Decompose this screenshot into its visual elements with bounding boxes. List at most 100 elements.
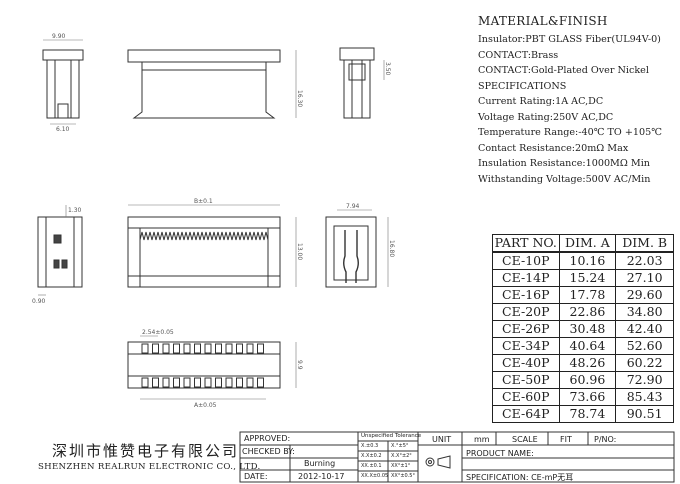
table-header: PART NO. [492,234,560,253]
spec-title: MATERIAL&FINISH [478,14,608,28]
spec-line: SPECIFICATIONS [478,80,567,92]
spec-label: SPECIFICATION: CE-mP无耳 [466,473,574,482]
table-cell: 52.60 [615,337,674,355]
pcb-pad [183,377,191,388]
end-view-middle [37,205,83,296]
pcb-pad [183,343,191,354]
table-cell: CE-60P [492,388,560,406]
pno-label: P/NO: [594,435,617,444]
table-header: DIM. A [558,234,617,253]
company-name-cn: 深圳市惟赞电子有限公司 [52,442,240,460]
pcb-pad [162,377,170,388]
table-cell: CE-20P [492,303,560,321]
footprint-view [127,335,297,400]
tolerance-cell: X.°±5° [391,443,409,449]
end-view-top [42,39,84,125]
pcb-pad [236,343,243,354]
tolerance-cell: X.X°±2° [391,453,412,459]
spec-line: CONTACT:Brass [478,49,559,61]
pcb-pad [225,343,233,354]
dim-a: A±0.05 [194,402,217,409]
unit-label: UNIT [432,435,452,444]
spec-line: CONTACT:Gold-Plated Over Nickel [478,65,649,76]
table-cell: 73.66 [558,388,617,406]
dim-height-350: 3.50 [384,62,391,76]
table-cell: 22.86 [558,303,617,321]
table-cell: CE-14P [492,269,560,287]
title-block-frame [239,431,675,483]
dim-height-1300: 13.00 [296,243,303,260]
section-view [325,209,389,288]
table-cell: 90.51 [615,405,674,423]
table-cell: 72.90 [615,371,674,389]
table-cell: 85.43 [615,388,674,406]
spec-line: Current Rating:1A AC,DC [478,96,604,107]
tolerance-cell: X.±0.3 [361,443,379,449]
pcb-pad [257,377,264,388]
pcb-pad [257,343,264,354]
table-cell: 30.48 [558,320,617,338]
spec-line: Temperature Range:-40℃ TO +105℃ [478,127,662,138]
company-name-en: SHENZHEN REALRUN ELECTRONIC CO., LTD. [38,462,261,472]
front-view-middle [127,204,297,288]
tolerance-cell: XX.X±0.05 [361,473,389,479]
checked-value: Burning [304,459,336,468]
pcb-pad [246,343,254,354]
dim-height-1630: 16.30 [296,90,303,107]
table-cell: CE-26P [492,320,560,338]
table-cell: 78.74 [558,405,617,423]
tolerance-cell: XX°±1° [391,463,411,469]
spec-line: Contact Resistance:20mΩ Max [478,142,629,154]
unit-value: mm [474,435,490,444]
table-cell: 22.03 [615,251,674,270]
scale-value: FIT [560,435,572,444]
table-cell: 10.16 [558,251,617,270]
spec-line: Voltage Rating:250V AC,DC [478,111,614,123]
table-cell: 60.96 [558,371,617,389]
dim-width-794: 7.94 [346,203,360,210]
dim-b: B±0.1 [194,198,213,205]
table-cell: 27.10 [615,269,674,287]
table-cell: CE-64P [492,405,560,423]
pcb-pad [236,377,243,388]
dim-pin-090: 0.90 [32,298,46,305]
pcb-pad [194,377,201,388]
pcb-pad [173,343,180,354]
pcb-pad [152,343,159,354]
pcb-pad [162,343,170,354]
spec-line: Insulation Resistance:1000MΩ Min [478,158,650,169]
tolerance-cell: XX°±0.5° [391,473,415,479]
spec-line: Withstanding Voltage:500V AC/Min [478,173,651,185]
checked-label: CHECKED BY: [242,447,295,456]
dim-pitch: 2.54±0.05 [142,329,174,336]
dim-footprint-h: 9.9 [296,360,303,370]
scale-label: SCALE [512,435,538,444]
product-label: PRODUCT NAME: [466,449,534,458]
date-value: 2012-10-17 [298,472,345,481]
pcb-pad [225,377,233,388]
tolerance-cell: X.X±0.2 [361,453,382,459]
pcb-pad [141,343,149,354]
dim-height-1680: 16.80 [388,240,395,257]
pcb-pad [141,377,149,388]
table-cell: 60.22 [615,354,674,372]
table-cell: 34.80 [615,303,674,321]
table-header: DIM. B [615,234,674,253]
side-view-top [339,47,385,119]
table-cell: 48.26 [558,354,617,372]
pcb-pad [152,377,159,388]
table-cell: CE-16P [492,286,560,304]
table-cell: 29.60 [615,286,674,304]
table-cell: 17.78 [558,286,617,304]
